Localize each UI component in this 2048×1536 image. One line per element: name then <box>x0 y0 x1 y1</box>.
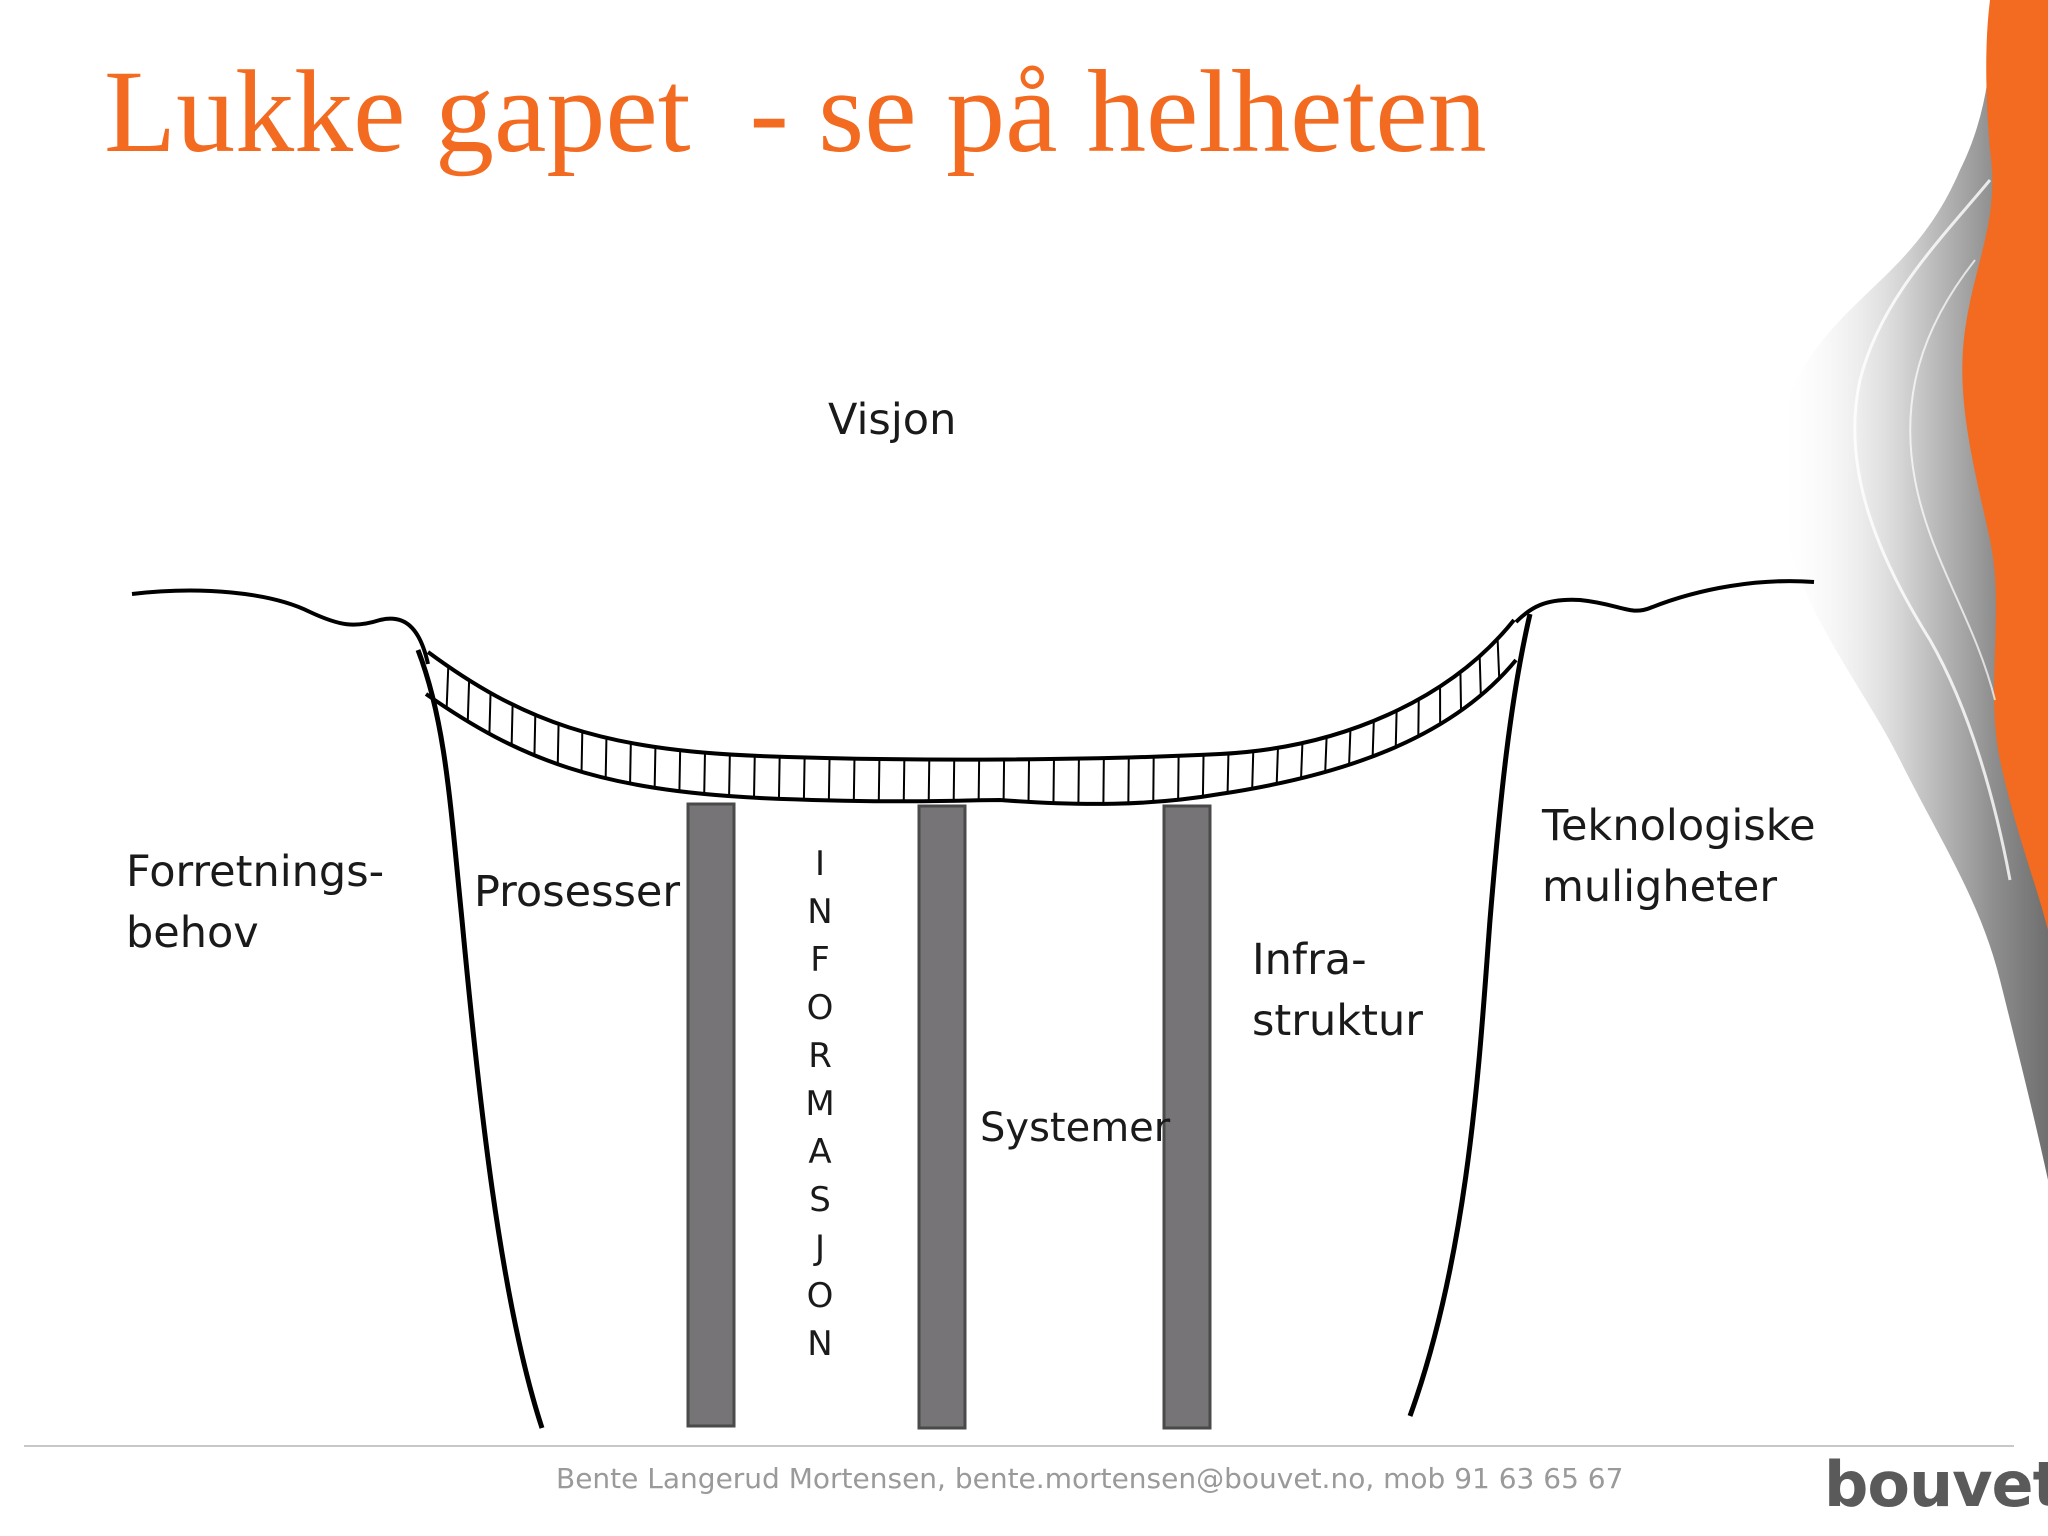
pillar-1 <box>686 802 736 1428</box>
label-teknologiske-line-2: muligheter <box>1542 862 1778 912</box>
bridge-railing <box>466 680 471 722</box>
pillars <box>686 802 1212 1430</box>
bouvet-logo: bouvet <box>1824 1448 2048 1521</box>
pillar-2 <box>917 804 967 1430</box>
informasjon-letter: M <box>805 1084 835 1124</box>
bridge-railing <box>1275 747 1279 784</box>
informasjon-letter: A <box>808 1132 832 1172</box>
bridge-railing <box>802 757 806 800</box>
label-teknologiske-muligheter: Teknologiske muligheter <box>1542 796 1816 918</box>
bridge-railing <box>852 758 856 801</box>
bridge-railing <box>1496 638 1501 679</box>
bridge-railing <box>902 759 906 802</box>
slide-title: Lukke gapet - se på helheten <box>104 46 1487 177</box>
bridge-railing <box>580 731 584 772</box>
bridge-railing <box>1324 736 1328 773</box>
informasjon-letter: N <box>807 1324 833 1364</box>
label-visjon: Visjon <box>828 395 957 445</box>
informasjon-letter: R <box>808 1036 832 1076</box>
label-informasjon: I N F O R M A S J O N <box>802 840 838 1368</box>
informasjon-letter: N <box>807 892 833 932</box>
bridge-railing <box>703 752 706 795</box>
label-infrastruktur: Infra- struktur <box>1252 930 1423 1052</box>
label-prosesser: Prosesser <box>474 867 681 917</box>
bridge-railing <box>488 692 492 734</box>
label-forretningsbehov-line-1: Forretnings- <box>126 847 385 897</box>
bridge-railing <box>533 714 537 756</box>
label-systemer: Systemer <box>980 1105 1171 1151</box>
bridge-railing <box>1300 742 1304 779</box>
informasjon-letter: O <box>806 988 834 1028</box>
orange-band <box>1962 0 2048 930</box>
bridge-railing <box>653 747 657 788</box>
bridge-railing <box>1027 759 1031 802</box>
label-teknologiske-line-1: Teknologiske <box>1542 801 1816 851</box>
label-infrastruktur-line-1: Infra- <box>1252 935 1367 985</box>
left-ground-line <box>131 588 430 665</box>
bridge-railing <box>1052 758 1055 804</box>
bridge-railing <box>678 750 682 792</box>
informasjon-letter: O <box>806 1276 834 1316</box>
bridge-railing <box>827 758 831 801</box>
bridge-railing <box>604 737 608 779</box>
right-cliff <box>1407 613 1533 1417</box>
bridge-railing <box>1251 751 1255 789</box>
bridge-railing <box>1459 671 1463 711</box>
bridge-railing <box>877 759 881 802</box>
footer-contact: Bente Langerud Mortensen, bente.mortense… <box>556 1462 1624 1495</box>
bridge-railing <box>777 756 781 799</box>
bridge-railing <box>556 723 560 765</box>
pillar-3 <box>1162 804 1212 1430</box>
right-ground-line <box>1514 579 1815 624</box>
decorative-band <box>1777 0 2048 1180</box>
label-forretningsbehov-line-2: behov <box>126 908 259 958</box>
informasjon-letter: J <box>814 1228 826 1268</box>
bridge-railing <box>1478 656 1482 696</box>
bridge-railing <box>927 759 931 802</box>
bridge-railing <box>753 755 756 798</box>
bridge-railing <box>1371 720 1375 757</box>
informasjon-letter: S <box>809 1180 831 1220</box>
bridge-railing <box>728 754 731 797</box>
label-forretningsbehov: Forretnings- behov <box>126 842 384 964</box>
informasjon-letter: F <box>810 940 830 980</box>
left-cliff <box>415 649 545 1429</box>
bridge-railing <box>1394 710 1398 748</box>
bridge-railing <box>1348 729 1352 765</box>
bridge-railing <box>1201 754 1205 797</box>
bridge <box>424 618 1518 806</box>
bridge-railing <box>510 704 514 746</box>
informasjon-letter: I <box>814 844 826 884</box>
bridge-railing <box>629 742 632 784</box>
footer-divider <box>24 1445 2014 1447</box>
label-infrastruktur-line-2: struktur <box>1252 996 1423 1046</box>
bridge-railing <box>952 759 956 801</box>
bridge-railing <box>445 666 450 709</box>
bridge-railing <box>1226 753 1230 793</box>
